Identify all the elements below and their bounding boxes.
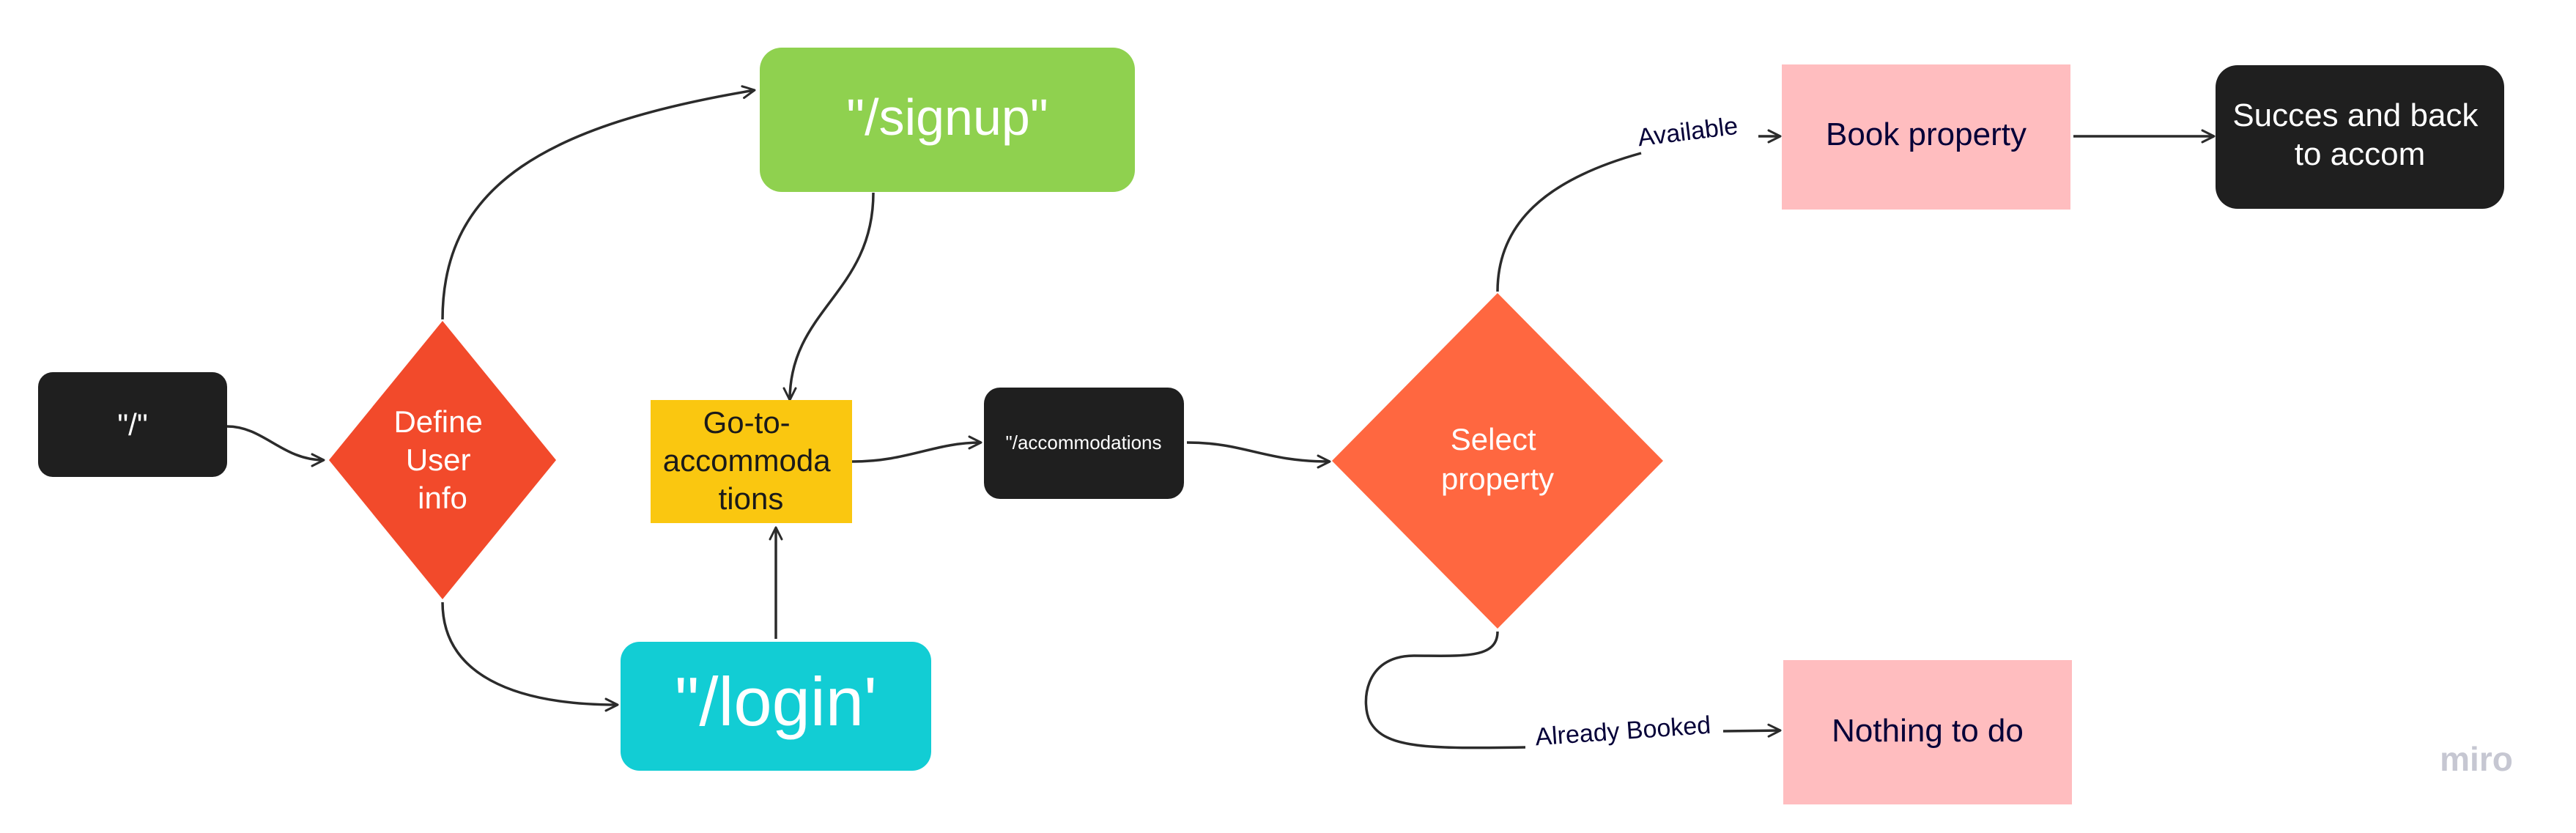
connector-signup-to-goto bbox=[782, 192, 875, 401]
node-select-property-shape bbox=[1332, 293, 1663, 629]
connector-define-to-login bbox=[441, 601, 619, 712]
node-success-line: Succes and back bbox=[2232, 97, 2479, 133]
node-nothing-to-do-shape bbox=[1783, 660, 2072, 804]
node-define-user-info-line: Define bbox=[393, 404, 482, 439]
node-define-user-info[interactable]: Define User info bbox=[329, 321, 556, 599]
connector-goto-to-accommodations bbox=[851, 435, 982, 463]
node-signup-label: "/signup" bbox=[846, 89, 1048, 146]
node-book-property-label: Book property bbox=[1826, 116, 2027, 152]
node-accommodations[interactable]: "/accommodations bbox=[984, 388, 1184, 499]
node-nothing-to-do-label: Nothing to do bbox=[1832, 713, 2024, 749]
node-select-property-line: property bbox=[1441, 462, 1554, 496]
node-select-property-line: Select bbox=[1451, 422, 1536, 456]
node-root-label: "/" bbox=[117, 407, 148, 442]
node-go-to-accommodations[interactable]: Go-to- accommoda tions bbox=[651, 400, 852, 523]
node-accommodations-shape bbox=[984, 388, 1184, 499]
node-define-user-info-line: info bbox=[418, 481, 467, 515]
node-login-shape bbox=[621, 642, 931, 771]
node-book-property-shape bbox=[1782, 64, 2070, 210]
node-go-to-accommodations-line: Go-to- bbox=[703, 405, 791, 440]
node-define-user-info-shape bbox=[329, 321, 556, 599]
node-login[interactable]: "/login' bbox=[621, 642, 931, 771]
node-signup-shape bbox=[760, 48, 1135, 192]
node-go-to-accommodations-shape bbox=[651, 400, 852, 523]
node-login-label: "/login' bbox=[675, 663, 877, 740]
node-go-to-accommodations-label: Go-to- accommoda tions bbox=[663, 405, 839, 516]
edge-label-available: Available bbox=[1636, 112, 1739, 152]
node-success[interactable]: Succes and back to accom bbox=[2216, 65, 2504, 209]
node-book-property[interactable]: Book property bbox=[1782, 64, 2070, 210]
node-select-property-label: Select property bbox=[1441, 422, 1554, 496]
node-accommodations-label: "/accommodations bbox=[1006, 432, 1162, 453]
connectors bbox=[226, 85, 2216, 749]
node-signup[interactable]: "/signup" bbox=[760, 48, 1135, 192]
connector-define-to-signup bbox=[441, 85, 756, 320]
node-define-user-info-label: Define User info bbox=[393, 404, 491, 515]
node-root-shape bbox=[38, 372, 227, 477]
connector-select-to-nothing bbox=[1364, 631, 1526, 749]
node-go-to-accommodations-line: accommoda bbox=[663, 443, 831, 478]
connector-accommodations-to-select bbox=[1186, 441, 1331, 469]
node-root[interactable]: "/" bbox=[38, 372, 227, 477]
edge-label-already-booked: Already Booked bbox=[1534, 711, 1711, 752]
node-success-shape bbox=[2216, 65, 2504, 209]
node-nothing-to-do[interactable]: Nothing to do bbox=[1783, 660, 2072, 804]
node-success-label: Succes and back to accom bbox=[2232, 97, 2487, 172]
connector-root-to-define bbox=[226, 425, 325, 467]
node-go-to-accommodations-line: tions bbox=[719, 481, 784, 516]
node-select-property[interactable]: Select property bbox=[1332, 293, 1663, 629]
connector-select-to-book bbox=[1496, 152, 1642, 292]
node-define-user-info-line: User bbox=[406, 443, 471, 477]
miro-watermark: miro bbox=[2440, 740, 2513, 778]
connector-select-to-nothing-tail bbox=[1722, 723, 1782, 738]
node-success-line: to accom bbox=[2295, 136, 2426, 172]
